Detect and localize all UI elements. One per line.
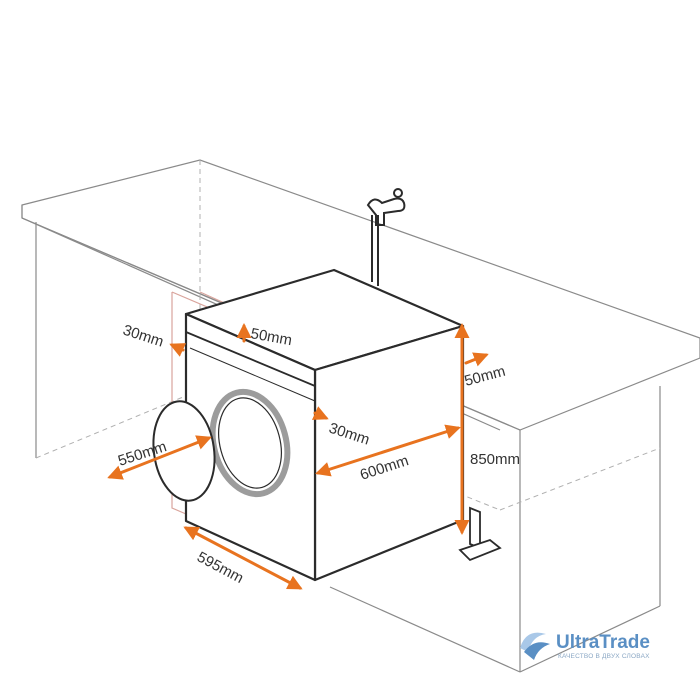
logo-icon	[520, 632, 550, 660]
logo-name: UltraTrade	[556, 632, 650, 653]
label-height: 850mm	[470, 451, 520, 468]
label-side-left: 30mm	[121, 322, 166, 351]
arrow-depth	[315, 424, 461, 477]
arrow-side-right	[311, 406, 329, 420]
drain-pipe-icon	[458, 506, 502, 562]
brand-logo: UltraTrade КАЧЕСТВО В ДВУХ СЛОВАХ	[520, 632, 650, 660]
logo-tagline: КАЧЕСТВО В ДВУХ СЛОВАХ	[558, 653, 650, 660]
label-depth-top: 50mm	[249, 325, 293, 349]
dimension-arrows	[107, 323, 489, 590]
water-tap-icon	[366, 188, 406, 286]
arrow-door	[107, 435, 212, 480]
arrow-width	[183, 526, 303, 590]
arrow-side-left	[169, 343, 187, 357]
